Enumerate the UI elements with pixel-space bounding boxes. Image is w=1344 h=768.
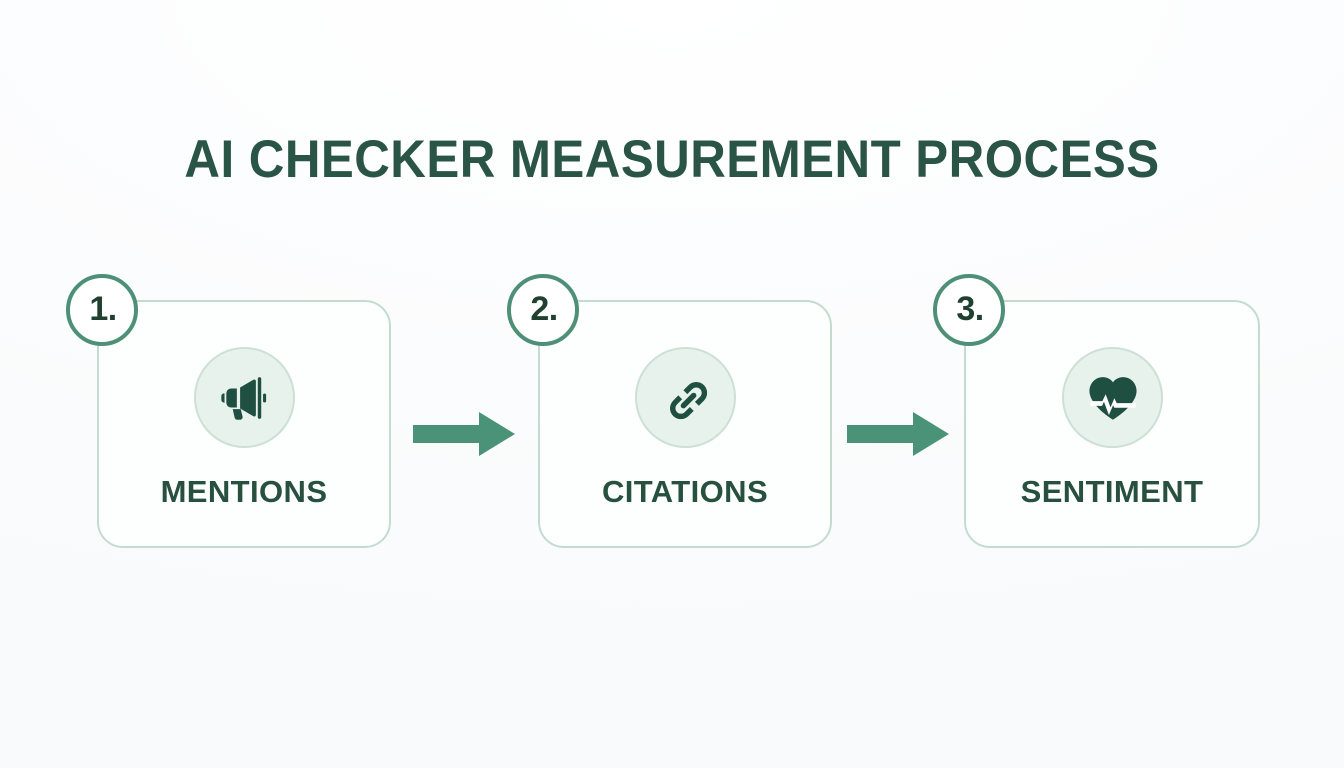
page-title: AI CHECKER MEASUREMENT PROCESS xyxy=(184,130,1160,189)
step-number-label: 1. xyxy=(89,290,117,328)
step-number-badge: 3. xyxy=(933,274,1005,346)
step-card-citations[interactable]: 2. CITATIONS xyxy=(507,274,832,548)
arrow-right-icon-1 xyxy=(413,410,515,458)
heart-pulse-icon xyxy=(1084,369,1142,427)
step-card-sentiment[interactable]: 3. SENTIMENT xyxy=(933,274,1260,548)
step-label: SENTIMENT xyxy=(1020,474,1204,509)
step-icon-container xyxy=(635,347,736,448)
step-label: CITATIONS xyxy=(601,474,769,509)
step-card-mentions[interactable]: 1. MENTIONS xyxy=(66,274,391,548)
step-number-badge: 2. xyxy=(507,274,579,346)
step-number-label: 2. xyxy=(530,290,558,328)
megaphone-icon xyxy=(216,369,274,427)
step-icon-container xyxy=(1062,347,1163,448)
step-number-badge: 1. xyxy=(66,274,138,346)
step-icon-container xyxy=(194,347,295,448)
arrow-right-icon-2 xyxy=(847,410,949,458)
step-label: MENTIONS xyxy=(160,474,328,509)
link-chain-icon xyxy=(657,369,715,427)
step-number-label: 3. xyxy=(956,290,984,328)
process-steps: 1. MENTIONS xyxy=(0,274,1344,550)
